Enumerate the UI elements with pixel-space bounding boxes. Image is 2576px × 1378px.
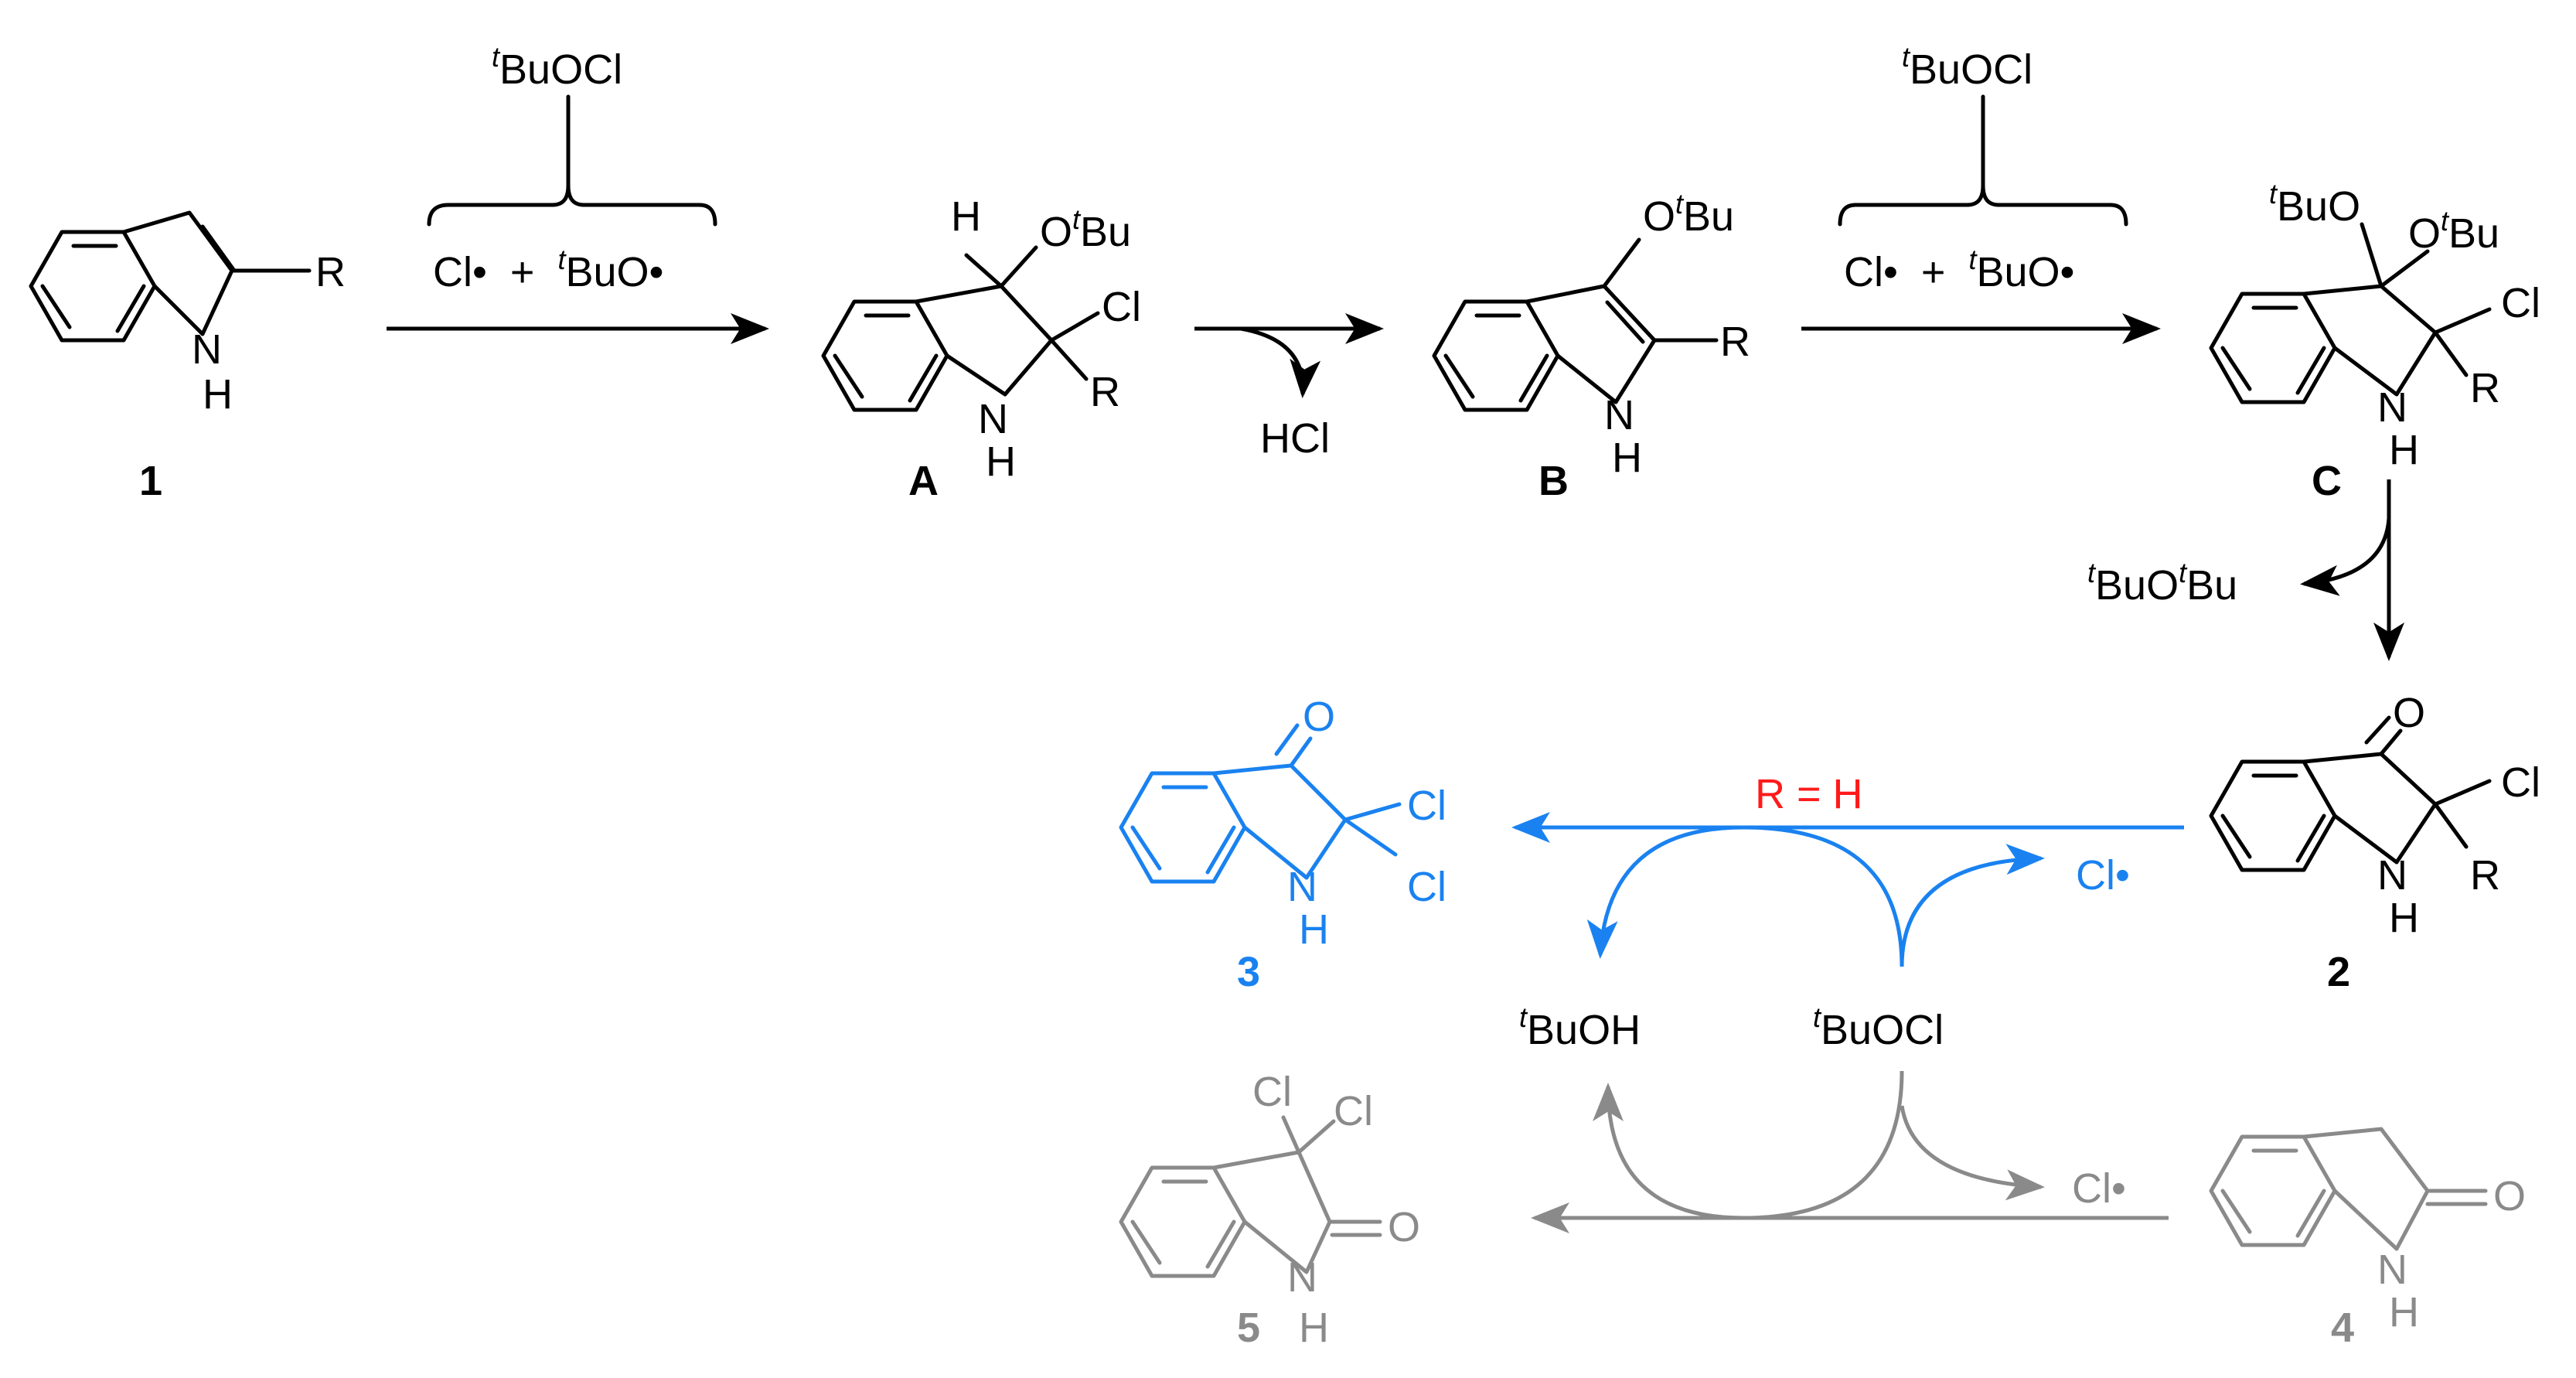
step-1-bottom-reagents: Cl•+tBuO• (433, 244, 663, 295)
compound-1-n: N (192, 326, 222, 373)
grey-pathway: Cl• Cl Cl O N H 5 (1119, 1069, 2526, 1351)
step-3-top-reagent: tBuOCl (1902, 41, 2033, 93)
intermediate-B: OtBu R N H B (1432, 188, 1750, 504)
compound-3-o: O (1303, 694, 1335, 740)
intermediate-C: tBuO OtBu Cl R N H C (2209, 178, 2540, 504)
blue-pathway: Cl• O Cl Cl N H 3 (1119, 694, 2184, 995)
compound-4: O N H 4 (2209, 1127, 2526, 1351)
compound-5-n: N (1287, 1254, 1317, 1301)
intermediate-B-n: N (1604, 392, 1634, 438)
compound-3-number: 3 (1237, 949, 1260, 995)
step-1-top-reagent: tBuOCl (492, 41, 622, 93)
step-1-reagents: tBuOCl Cl•+tBuO• (387, 41, 769, 344)
compound-1-r: R (315, 249, 346, 295)
step-4-byproduct: tBuOtBu (2087, 557, 2237, 609)
intermediate-A-number: A (908, 458, 939, 504)
blue-curved-arrow-left (1586, 825, 1904, 967)
step-2-curved-arrow (1240, 326, 1321, 398)
intermediate-C-cl: Cl (2501, 280, 2540, 326)
compound-4-n: N (2377, 1247, 2407, 1293)
compound-4-number: 4 (2331, 1305, 2354, 1351)
compound-5: Cl Cl O N H 5 (1119, 1069, 1420, 1351)
intermediate-C-o1: tBuO (2269, 178, 2360, 230)
compound-4-o: O (2493, 1173, 2526, 1219)
compound-1: R N H 1 (29, 210, 346, 504)
intermediate-C-o2: OtBu (2408, 205, 2499, 257)
grey-curved-arrow-right (1900, 1105, 2045, 1201)
compound-1-bonds (29, 210, 312, 343)
step-2-byproduct: HCl (1260, 415, 1330, 462)
intermediate-B-otbu: OtBu (1643, 188, 1734, 240)
compound-3-cl1: Cl (1407, 783, 1446, 829)
compound-3-bonds (1119, 723, 1402, 884)
intermediate-C-bonds (2209, 222, 2492, 404)
intermediate-B-bonds (1432, 237, 1719, 412)
intermediate-A-h-top: H (951, 193, 981, 240)
intermediate-B-number: B (1538, 458, 1569, 504)
step-1-brace (427, 94, 717, 227)
tbuoh-label: tBuOH (1519, 1001, 1641, 1053)
blue-cl-radical: Cl• (2076, 852, 2130, 899)
compound-5-cl1: Cl (1252, 1069, 1292, 1115)
step-3-bottom-reagents: Cl•+tBuO• (1844, 244, 2074, 295)
compound-5-o: O (1388, 1204, 1420, 1250)
compound-1-h: H (203, 371, 233, 418)
grey-cl-radical: Cl• (2072, 1165, 2126, 1212)
step-3-brace (1838, 94, 2128, 227)
intermediate-B-r: R (1720, 319, 1750, 365)
compound-4-h: H (2389, 1289, 2419, 1335)
compound-2-cl: Cl (2501, 759, 2540, 806)
intermediate-B-h: H (1612, 435, 1642, 481)
compound-2-h: H (2389, 895, 2419, 941)
intermediate-A-otbu: OtBu (1040, 203, 1131, 255)
compound-2-o: O (2393, 690, 2425, 736)
intermediate-A: H OtBu Cl R N H A (821, 193, 1141, 504)
intermediate-A-cl: Cl (1102, 284, 1141, 330)
condition-label: R = H (1755, 771, 1863, 817)
compound-5-cl2: Cl (1334, 1088, 1373, 1134)
intermediate-A-n: N (978, 396, 1008, 442)
blue-curved-arrow-right (1900, 844, 2045, 967)
step-4-curved-arrow (2300, 517, 2391, 596)
compound-3: O Cl Cl N H 3 (1119, 694, 1446, 995)
step-4: tBuOtBu (2087, 479, 2404, 661)
compound-2-n: N (2377, 852, 2407, 899)
compound-5-number: 5 (1237, 1305, 1260, 1351)
intermediate-A-h: H (986, 438, 1016, 485)
compound-2-bonds (2209, 715, 2492, 872)
intermediate-C-h: H (2389, 427, 2419, 473)
tbuocl-label: tBuOCl (1813, 1001, 1944, 1053)
intermediate-A-r: R (1090, 369, 1120, 415)
step-3-reagents: tBuOCl Cl•+tBuO• (1801, 41, 2161, 344)
intermediate-A-bonds (821, 245, 1100, 412)
compound-2: O Cl R N H 2 (2209, 690, 2540, 995)
compound-5-bonds (1119, 1115, 1382, 1278)
compound-2-r: R (2470, 852, 2500, 899)
compound-3-cl2: Cl (1407, 864, 1446, 910)
intermediate-C-r: R (2470, 365, 2500, 411)
compound-4-bonds (2209, 1127, 2488, 1251)
compound-3-h: H (1299, 906, 1329, 953)
compound-3-n: N (1287, 864, 1317, 910)
intermediate-C-number: C (2312, 458, 2342, 504)
intermediate-C-n: N (2377, 384, 2407, 431)
compound-2-number: 2 (2327, 949, 2350, 995)
step-2: HCl (1194, 313, 1384, 462)
compound-1-number: 1 (139, 458, 162, 504)
compound-5-h: H (1299, 1305, 1329, 1351)
grey-curved-arrow-left (1593, 1070, 1904, 1220)
